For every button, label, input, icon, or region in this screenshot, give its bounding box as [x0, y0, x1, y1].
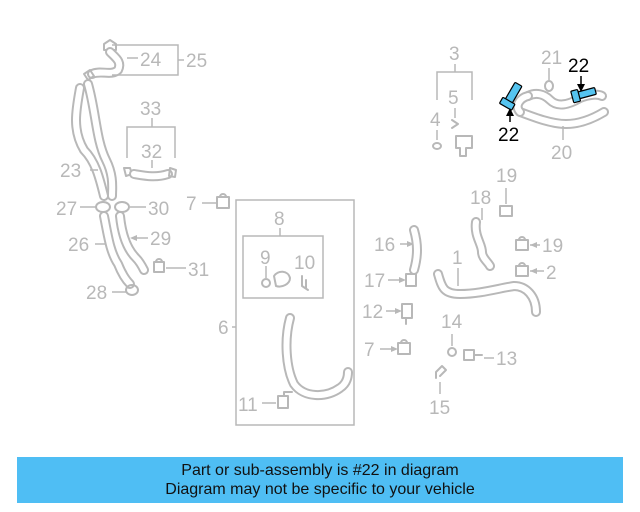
part-32-hose	[123, 167, 177, 182]
label-13: 13	[496, 349, 517, 370]
label-8: 8	[274, 209, 285, 230]
label-4: 4	[430, 110, 441, 131]
label-33: 33	[140, 99, 161, 120]
part-4-oring	[432, 142, 442, 150]
part-16-hose	[409, 225, 422, 275]
banner-line-1: Part or sub-assembly is #22 in diagram	[181, 462, 459, 479]
label-14: 14	[441, 312, 463, 333]
part-8-fitting	[273, 270, 291, 288]
label-2: 2	[546, 263, 557, 284]
part-2-clamp	[515, 262, 529, 277]
part-11-fitting	[277, 391, 293, 409]
part-10-clip	[301, 275, 309, 291]
label-22-lower: 22	[498, 125, 519, 146]
label-19-lower: 19	[542, 236, 563, 257]
part-27-clamp	[95, 201, 111, 213]
label-3: 3	[449, 44, 460, 65]
label-9: 9	[260, 248, 271, 269]
info-banner: Part or sub-assembly is #22 in diagram D…	[17, 457, 623, 503]
label-19-upper: 19	[496, 166, 517, 187]
part-15-clip	[435, 365, 447, 379]
part-7-clamp-upper	[216, 193, 230, 209]
part-29-hose	[115, 211, 149, 275]
label-11: 11	[238, 395, 258, 416]
label-18: 18	[470, 188, 491, 209]
part-21-oring	[544, 80, 554, 92]
label-16: 16	[374, 235, 395, 256]
part-19-clamp-upper	[499, 205, 513, 217]
label-27: 27	[56, 199, 77, 220]
label-30: 30	[148, 199, 169, 220]
parts-diagram: 24 25 23 33 32 27 30	[56, 39, 609, 426]
label-20: 20	[551, 143, 572, 164]
part-3-connector	[455, 135, 473, 157]
part-22-bolt-right	[570, 87, 597, 104]
part-26-hose	[99, 211, 135, 289]
label-24: 24	[140, 50, 162, 71]
part-24-hose	[83, 39, 125, 81]
part-9-oring	[261, 278, 271, 288]
part-6-hose	[281, 313, 353, 400]
part-17-clamp	[405, 273, 417, 287]
part-13-fitting	[463, 349, 483, 361]
label-21: 21	[541, 48, 562, 69]
label-32: 32	[141, 142, 162, 163]
label-6: 6	[218, 318, 229, 339]
part-30-clamp	[114, 201, 130, 213]
banner-line-2: Diagram may not be specific to your vehi…	[165, 481, 475, 498]
part-23-hose	[71, 79, 118, 201]
part-22-bolt-left	[499, 82, 523, 111]
label-10: 10	[294, 253, 315, 274]
label-22-upper: 22	[568, 56, 589, 77]
label-23: 23	[60, 161, 81, 182]
part-19-clamp-lower	[515, 236, 529, 251]
part-7-clamp-lower	[397, 339, 411, 355]
part-12-fitting	[401, 303, 413, 325]
label-17: 17	[364, 271, 385, 292]
label-28: 28	[86, 283, 107, 304]
label-12: 12	[362, 302, 383, 323]
label-25: 25	[186, 51, 207, 72]
part-5-clip	[451, 119, 459, 129]
part-14-oring	[447, 347, 457, 357]
label-1: 1	[452, 248, 463, 269]
part-20-pipe	[512, 88, 609, 129]
part-1-pipe	[433, 269, 541, 317]
part-18-pipe	[470, 217, 495, 271]
label-26: 26	[68, 235, 89, 256]
label-31: 31	[188, 260, 209, 281]
label-15: 15	[429, 398, 450, 419]
part-31-clamp	[153, 258, 165, 273]
label-7-lower: 7	[364, 340, 375, 361]
label-29: 29	[150, 229, 171, 250]
label-5: 5	[448, 88, 459, 109]
label-7-upper: 7	[186, 194, 197, 215]
part-28-clamp	[125, 284, 139, 296]
